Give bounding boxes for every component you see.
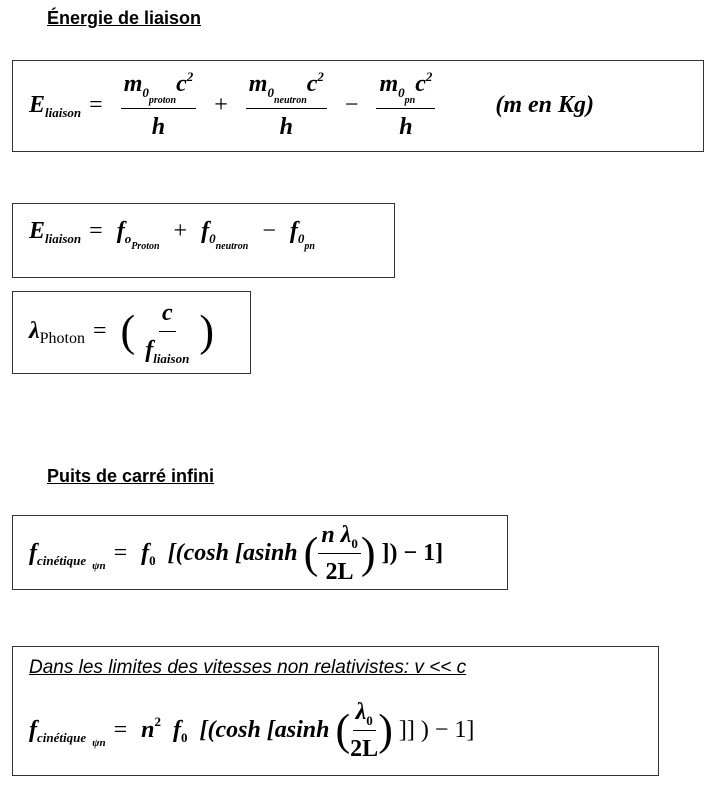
symbol: f (29, 717, 37, 744)
operator: = (113, 540, 128, 567)
denominator: h (279, 114, 294, 140)
symbol: m (123, 71, 143, 97)
expression: ]] ) − 1] (398, 717, 475, 744)
symbol: m (379, 71, 399, 97)
denominator: h (151, 114, 166, 140)
formula-box-nonrelativistic: Dans les limites des vitesses non relati… (12, 646, 659, 776)
subscript: 0 (297, 231, 305, 246)
unit-note: (m en Kg) (495, 91, 595, 118)
paren: ) (360, 528, 376, 578)
subscript: neutron (215, 241, 249, 252)
subscript: ψn (92, 737, 106, 749)
subscript: 0 (398, 85, 405, 100)
paren: ) (199, 306, 214, 356)
symbol: f (201, 218, 210, 245)
superscript: 2 (154, 714, 161, 729)
operator: = (93, 318, 107, 345)
denominator: 2L (325, 559, 354, 586)
subscript: o (124, 231, 132, 246)
fraction: λ0 2L (350, 697, 378, 764)
operator: + (214, 91, 228, 118)
subscript: neutron (273, 95, 307, 106)
formula-box-binding-energy-frequency: Eliaison= foProton + f0neutron − f0pn (12, 203, 395, 278)
symbol: f (145, 337, 154, 364)
subscript: 0 (142, 85, 149, 100)
operator: = (89, 218, 103, 245)
symbol: f (116, 218, 125, 245)
symbol: E (29, 91, 46, 118)
expression: [(cosh [asinh (199, 717, 330, 744)
fraction-pn: m0pnc2 h (376, 69, 436, 142)
symbol: c (415, 71, 426, 97)
fraction-neutron: m0neutronc2 h (245, 69, 327, 142)
subscript: 0 (209, 231, 216, 246)
numerator: n λ (321, 522, 352, 548)
operator: = (113, 717, 128, 744)
symbol: c (306, 71, 318, 97)
operator: − (344, 91, 359, 118)
fraction: n λ0 2L (318, 520, 361, 587)
subscript: cinétique (37, 730, 87, 745)
subscript: proton (148, 95, 177, 106)
subscript: pn (304, 241, 315, 252)
operator: + (173, 218, 188, 245)
subscript: cinétique (37, 553, 87, 568)
operator: − (262, 218, 276, 245)
symbol: f (289, 218, 298, 245)
subscript: liaison (45, 231, 82, 246)
denominator: 2L (350, 736, 379, 763)
symbol: f (141, 540, 150, 567)
symbol: n (141, 717, 155, 744)
subscript: ψn (92, 560, 106, 572)
superscript: 2 (425, 69, 433, 84)
paren: ( (120, 306, 136, 356)
superscript: 2 (186, 69, 194, 84)
symbol: c (176, 71, 187, 97)
numerator: c (158, 298, 176, 333)
subscript: liaison (45, 104, 82, 120)
subscript: 0 (180, 730, 188, 745)
subscript: liaison (153, 351, 190, 367)
subscript: 0 (351, 536, 358, 551)
subscript: pn (404, 95, 416, 106)
expression: [(cosh [asinh (167, 540, 298, 567)
subscript: 0 (149, 553, 156, 568)
formula-binding-energy-frequency: Eliaison= foProton + f0neutron − f0pn (29, 216, 315, 252)
subscript: Proton (131, 241, 160, 252)
symbol: m (248, 71, 268, 97)
superscript: 2 (317, 69, 324, 84)
symbol: λ (29, 318, 40, 345)
subscript: 0 (366, 713, 373, 728)
paren: ( (303, 528, 319, 578)
symbol: f (29, 540, 37, 567)
section-title-binding-energy: Énergie de liaison (47, 8, 202, 28)
section-title-infinite-well: Puits de carré infini (47, 466, 215, 486)
denominator: h (399, 114, 413, 140)
expression: ]) − 1] (381, 540, 444, 567)
operator: = (89, 91, 103, 118)
subscript: Photon (39, 330, 85, 348)
symbol: E (29, 218, 46, 245)
numerator: λ (355, 699, 367, 725)
paren: ) (378, 705, 393, 755)
symbol: f (172, 717, 181, 744)
subscript: 0 (267, 85, 274, 100)
nonrelativistic-note: Dans les limites des vitesses non relati… (29, 657, 467, 678)
paren: ( (335, 705, 351, 755)
fraction-proton: m0protonc2 h (120, 69, 197, 142)
